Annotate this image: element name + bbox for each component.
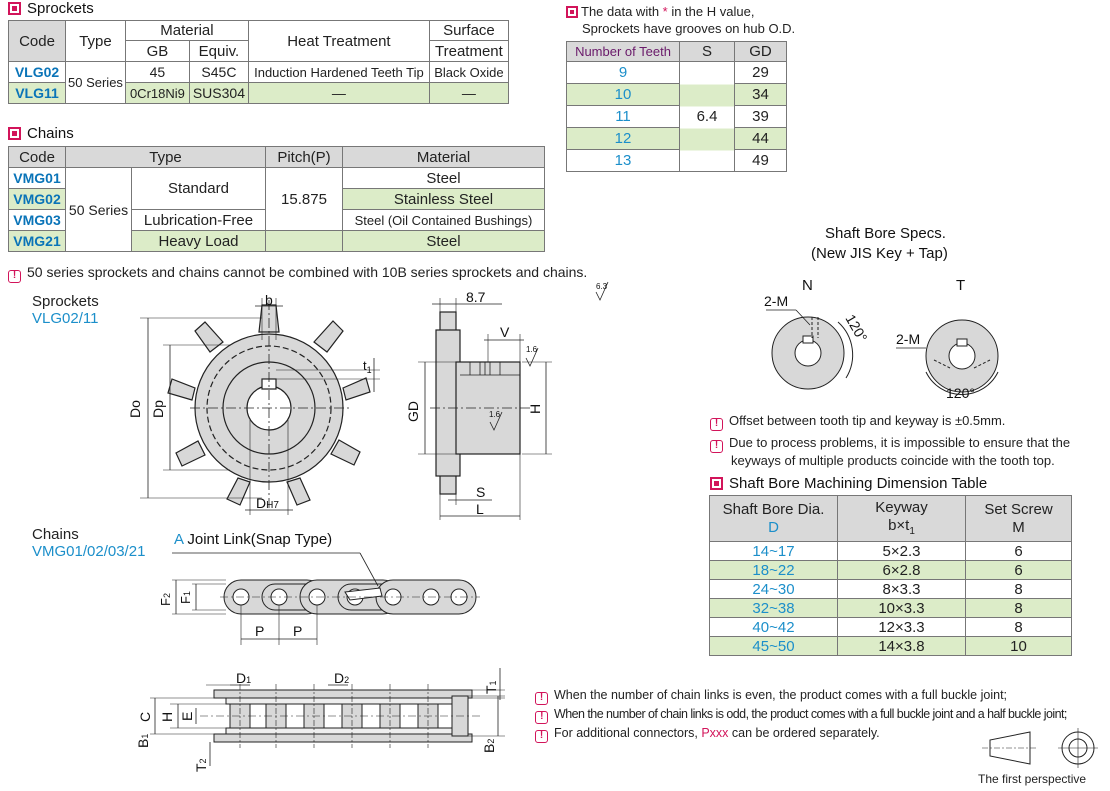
square-bullet-icon xyxy=(710,477,723,490)
dim-e: E xyxy=(179,712,195,721)
shaft-bore-subtitle: (New JIS Key + Tap) xyxy=(811,245,948,262)
chain-top-view xyxy=(172,552,480,645)
square-bullet-icon xyxy=(8,127,21,140)
dim-do: Do xyxy=(127,400,143,418)
dim-b: b xyxy=(265,292,273,308)
dim-v: V xyxy=(500,324,510,340)
teeth-note: The data with * in the H value, Sprocket… xyxy=(566,4,795,38)
square-bullet-icon xyxy=(8,2,21,15)
roughness-1-6: 1.6 xyxy=(526,345,538,354)
t-angle-label: 120° xyxy=(946,385,975,401)
header-material: Material xyxy=(124,20,249,41)
combine-warning: !50 series sprockets and chains cannot b… xyxy=(8,264,587,283)
dim-t1-chain: T1 xyxy=(483,680,499,694)
n-angle-label: 120° xyxy=(842,312,870,345)
header-material: Material xyxy=(342,146,545,168)
dim-s: S xyxy=(476,484,485,500)
warning-icon: ! xyxy=(535,730,548,743)
dim-h: H xyxy=(527,404,543,414)
header-type: Type xyxy=(65,20,126,62)
shaft-bore-title: Shaft Bore Specs. xyxy=(825,225,946,242)
dim-b1: B1 xyxy=(135,734,151,748)
dim-d-h7: DH7 xyxy=(256,495,279,511)
dim-c: C xyxy=(137,712,153,722)
header-surface-2: Treatment xyxy=(428,40,509,62)
table-row: VMG21 Heavy Load Steel xyxy=(8,230,545,252)
n-2m-label: 2-M xyxy=(764,293,788,309)
warning-icon: ! xyxy=(535,692,548,705)
chains-section-title: Chains xyxy=(8,125,74,142)
warning-icon: ! xyxy=(535,711,548,724)
warning-icon: ! xyxy=(710,440,723,453)
dim-p: P xyxy=(255,623,264,639)
chains-table: Code Type Pitch(P) Material VMG01 50 Ser… xyxy=(8,146,545,252)
dim-d1: D1 xyxy=(236,670,251,686)
dim-gd: GD xyxy=(405,401,421,422)
t-2m-label: 2-M xyxy=(896,331,920,347)
first-perspective-icon xyxy=(982,728,1098,768)
table-row: 9 6.4 29 xyxy=(566,61,787,172)
dim-d2: D2 xyxy=(334,670,349,686)
dim-8-7: 8.7 xyxy=(466,289,486,305)
dim-t1: t1 xyxy=(363,358,372,375)
roughness-1-6: 1.6 xyxy=(489,410,501,419)
header-surface-1: Surface xyxy=(428,20,509,41)
link-notes: !When the number of chain links is even,… xyxy=(535,688,1067,743)
dim-l: L xyxy=(476,501,484,517)
header-gb: GB xyxy=(124,40,190,62)
dim-f1: F1 xyxy=(178,591,193,604)
sprocket-caption: Sprockets VLG02/11 xyxy=(32,293,99,327)
table-row: VMG03 Lubrication-Free Steel (Oil Contai… xyxy=(8,209,545,231)
dim-dp: Dp xyxy=(150,400,166,418)
joint-link-label: A Joint Link(Snap Type) xyxy=(174,531,332,548)
header-heat: Heat Treatment xyxy=(247,20,430,62)
machining-title: Shaft Bore Machining Dimension Table xyxy=(710,475,987,492)
shaft-notes: !Offset between tooth tip and keyway is … xyxy=(710,413,1070,469)
sprockets-table: Code Type Material Heat Treatment Surfac… xyxy=(8,20,509,104)
warning-icon: ! xyxy=(710,418,723,431)
table-row: VLG11 0Cr18Ni9 SUS304 — — xyxy=(8,82,509,104)
dim-p: P xyxy=(293,623,302,639)
chain-caption: Chains VMG01/02/03/21 xyxy=(32,526,146,560)
dim-b2: B2 xyxy=(481,739,497,753)
dim-f2: F2 xyxy=(158,593,173,606)
chain-side-view xyxy=(150,668,505,766)
dim-t2: T2 xyxy=(193,758,209,772)
square-bullet-icon xyxy=(566,6,578,18)
type-t-label: T xyxy=(956,277,965,294)
warning-icon: ! xyxy=(8,270,21,283)
header-equiv: Equiv. xyxy=(188,40,249,62)
dim-h-chain: H xyxy=(159,712,175,722)
roughness-6-3: 6.3 xyxy=(596,282,608,291)
header-code: Code xyxy=(8,20,66,62)
header-code: Code xyxy=(8,146,66,168)
table-row: VMG01 50 Series Standard 15.875 Steel xyxy=(8,167,545,252)
sprockets-section-title: Sprockets xyxy=(8,0,94,17)
type-n-label: N xyxy=(802,277,813,294)
first-perspective-label: The first perspective xyxy=(978,772,1087,786)
